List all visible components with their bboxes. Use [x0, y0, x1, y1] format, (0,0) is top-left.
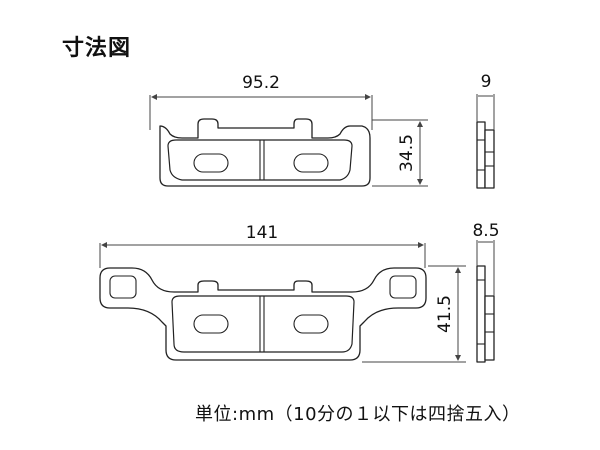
diagram-title: 寸法図 [62, 36, 132, 61]
top-pad-thickness-dimension: 9 [476, 72, 495, 130]
bottom-brake-pad-front-view [99, 267, 427, 361]
top-pad-height-dimension: 34.5 [372, 119, 428, 187]
unit-note: 単位:mm（10分の１以下は四捨五入） [195, 404, 521, 425]
bottom-pad-thickness-label: 8.5 [472, 221, 499, 241]
bottom-pad-height-label: 41.5 [435, 295, 455, 333]
bottom-pad-thickness-dimension: 8.5 [472, 221, 500, 296]
top-pad-height-label: 34.5 [397, 134, 417, 172]
top-pad-width-dimension: 95.2 [149, 73, 373, 130]
bottom-pad-height-dimension: 41.5 [362, 265, 466, 363]
bottom-pad-side-view [476, 265, 495, 363]
top-pad-side-view [476, 121, 495, 189]
bottom-pad-width-dimension: 141 [99, 223, 426, 268]
bottom-pad-width-label: 141 [246, 223, 278, 243]
top-pad-thickness-label: 9 [481, 72, 492, 92]
top-pad-width-label: 95.2 [242, 73, 280, 93]
top-brake-pad-front-view [159, 118, 371, 187]
